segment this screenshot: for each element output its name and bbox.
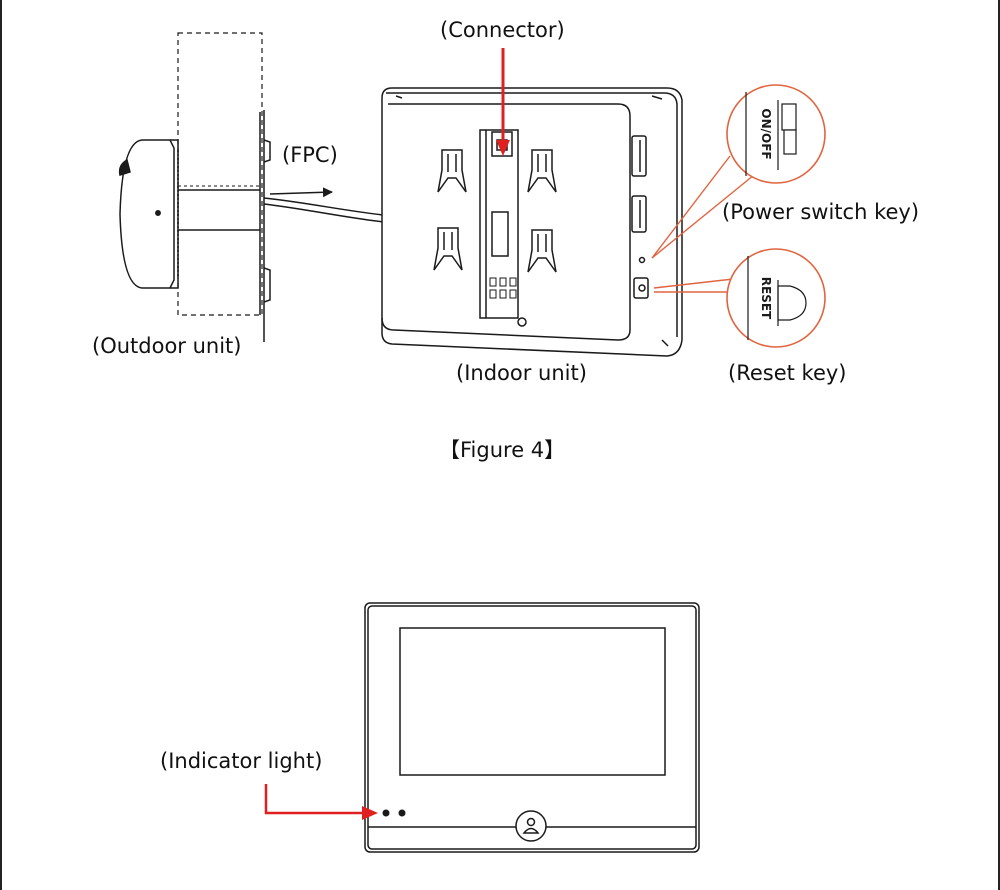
mount-hook xyxy=(437,149,467,193)
reset-key-label: (Reset key) xyxy=(728,361,847,385)
indicator-light-1 xyxy=(382,809,390,817)
figure-caption: 【Figure 4】 xyxy=(439,438,566,462)
fpc-label: (FPC) xyxy=(282,143,338,167)
mount-hook xyxy=(527,229,557,273)
outdoor-unit-label: (Outdoor unit) xyxy=(92,334,242,358)
connector-label: (Connector) xyxy=(440,18,565,42)
indicator-arrow xyxy=(264,784,378,820)
connector-arrow xyxy=(496,48,510,156)
reset-callout: RESET xyxy=(726,248,826,348)
indicator-light-label: (Indicator light) xyxy=(160,749,323,773)
door-outline xyxy=(177,32,263,316)
power-switch-callout: ON/OFF xyxy=(726,84,826,184)
indoor-unit-front xyxy=(364,602,700,853)
power-switch-label: (Power switch key) xyxy=(722,200,920,224)
fpc-arrow xyxy=(269,187,333,198)
indicator-light-2 xyxy=(398,809,406,817)
mount-hook xyxy=(433,227,463,271)
outdoor-unit xyxy=(118,32,271,342)
indoor-unit-back xyxy=(381,87,683,357)
switch-text: ON/OFF xyxy=(759,108,773,159)
screen xyxy=(399,627,666,776)
mount-hook xyxy=(527,149,557,193)
reset-text: RESET xyxy=(759,277,773,320)
indoor-unit-label: (Indoor unit) xyxy=(456,361,587,385)
